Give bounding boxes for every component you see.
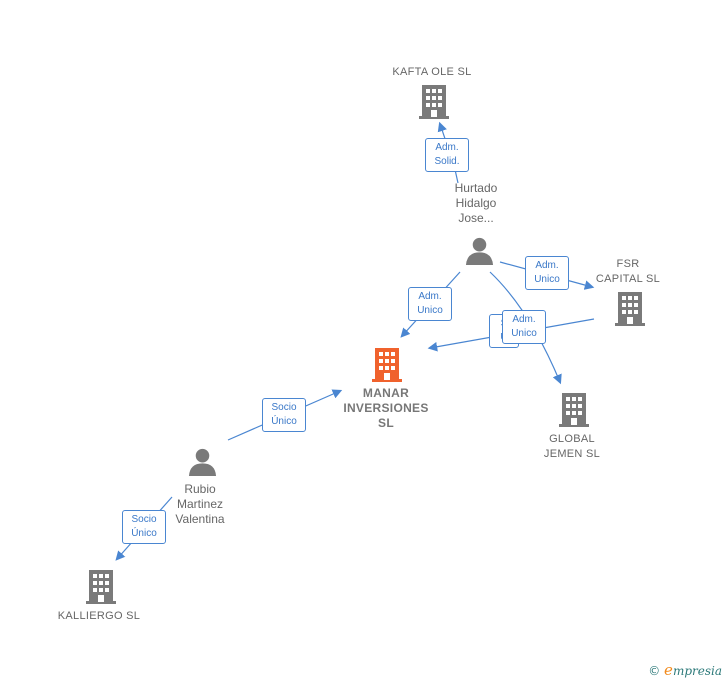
copyright-symbol: © [648,664,661,678]
hurtado-person-icon[interactable] [465,237,494,265]
edge-label-hurtado-kafta: Adm. Solid. [425,138,469,172]
brand-name: mpresia [672,664,722,678]
edge-label-hurtado-global: Adm. Unico [502,310,546,344]
rubio-person-icon[interactable] [188,448,217,476]
global-building-icon[interactable] [559,393,589,427]
edge-label-hurtado-manar: Adm. Unico [408,287,452,321]
kalliergo-building-icon[interactable] [86,570,116,604]
fsr-label[interactable]: FSR CAPITAL SL [595,258,661,285]
manar-building-icon[interactable] [372,348,402,382]
edge-label-rubio-kalliergo: Socio Único [122,510,166,544]
kafta-building-icon[interactable] [419,85,449,119]
kafta-label[interactable]: KAFTA OLE SL [392,66,472,78]
global-label[interactable]: GLOBAL JEMEN SL [543,433,601,460]
fsr-building-icon[interactable] [615,292,645,326]
hurtado-label[interactable]: Hurtado Hidalgo Jose... [454,181,498,225]
rubio-label[interactable]: Rubio Martinez Valentina [175,482,225,526]
manar-label[interactable]: MANAR INVERSIONES SL [343,386,429,430]
empresia-logo[interactable]: © empresia [648,661,722,679]
edge-label-hurtado-fsr: Adm. Unico [525,256,569,290]
edge-label-rubio-manar: Socio Único [262,398,306,432]
kalliergo-label[interactable]: KALLIERGO SL [57,610,141,622]
brand-initial: e [664,661,673,679]
